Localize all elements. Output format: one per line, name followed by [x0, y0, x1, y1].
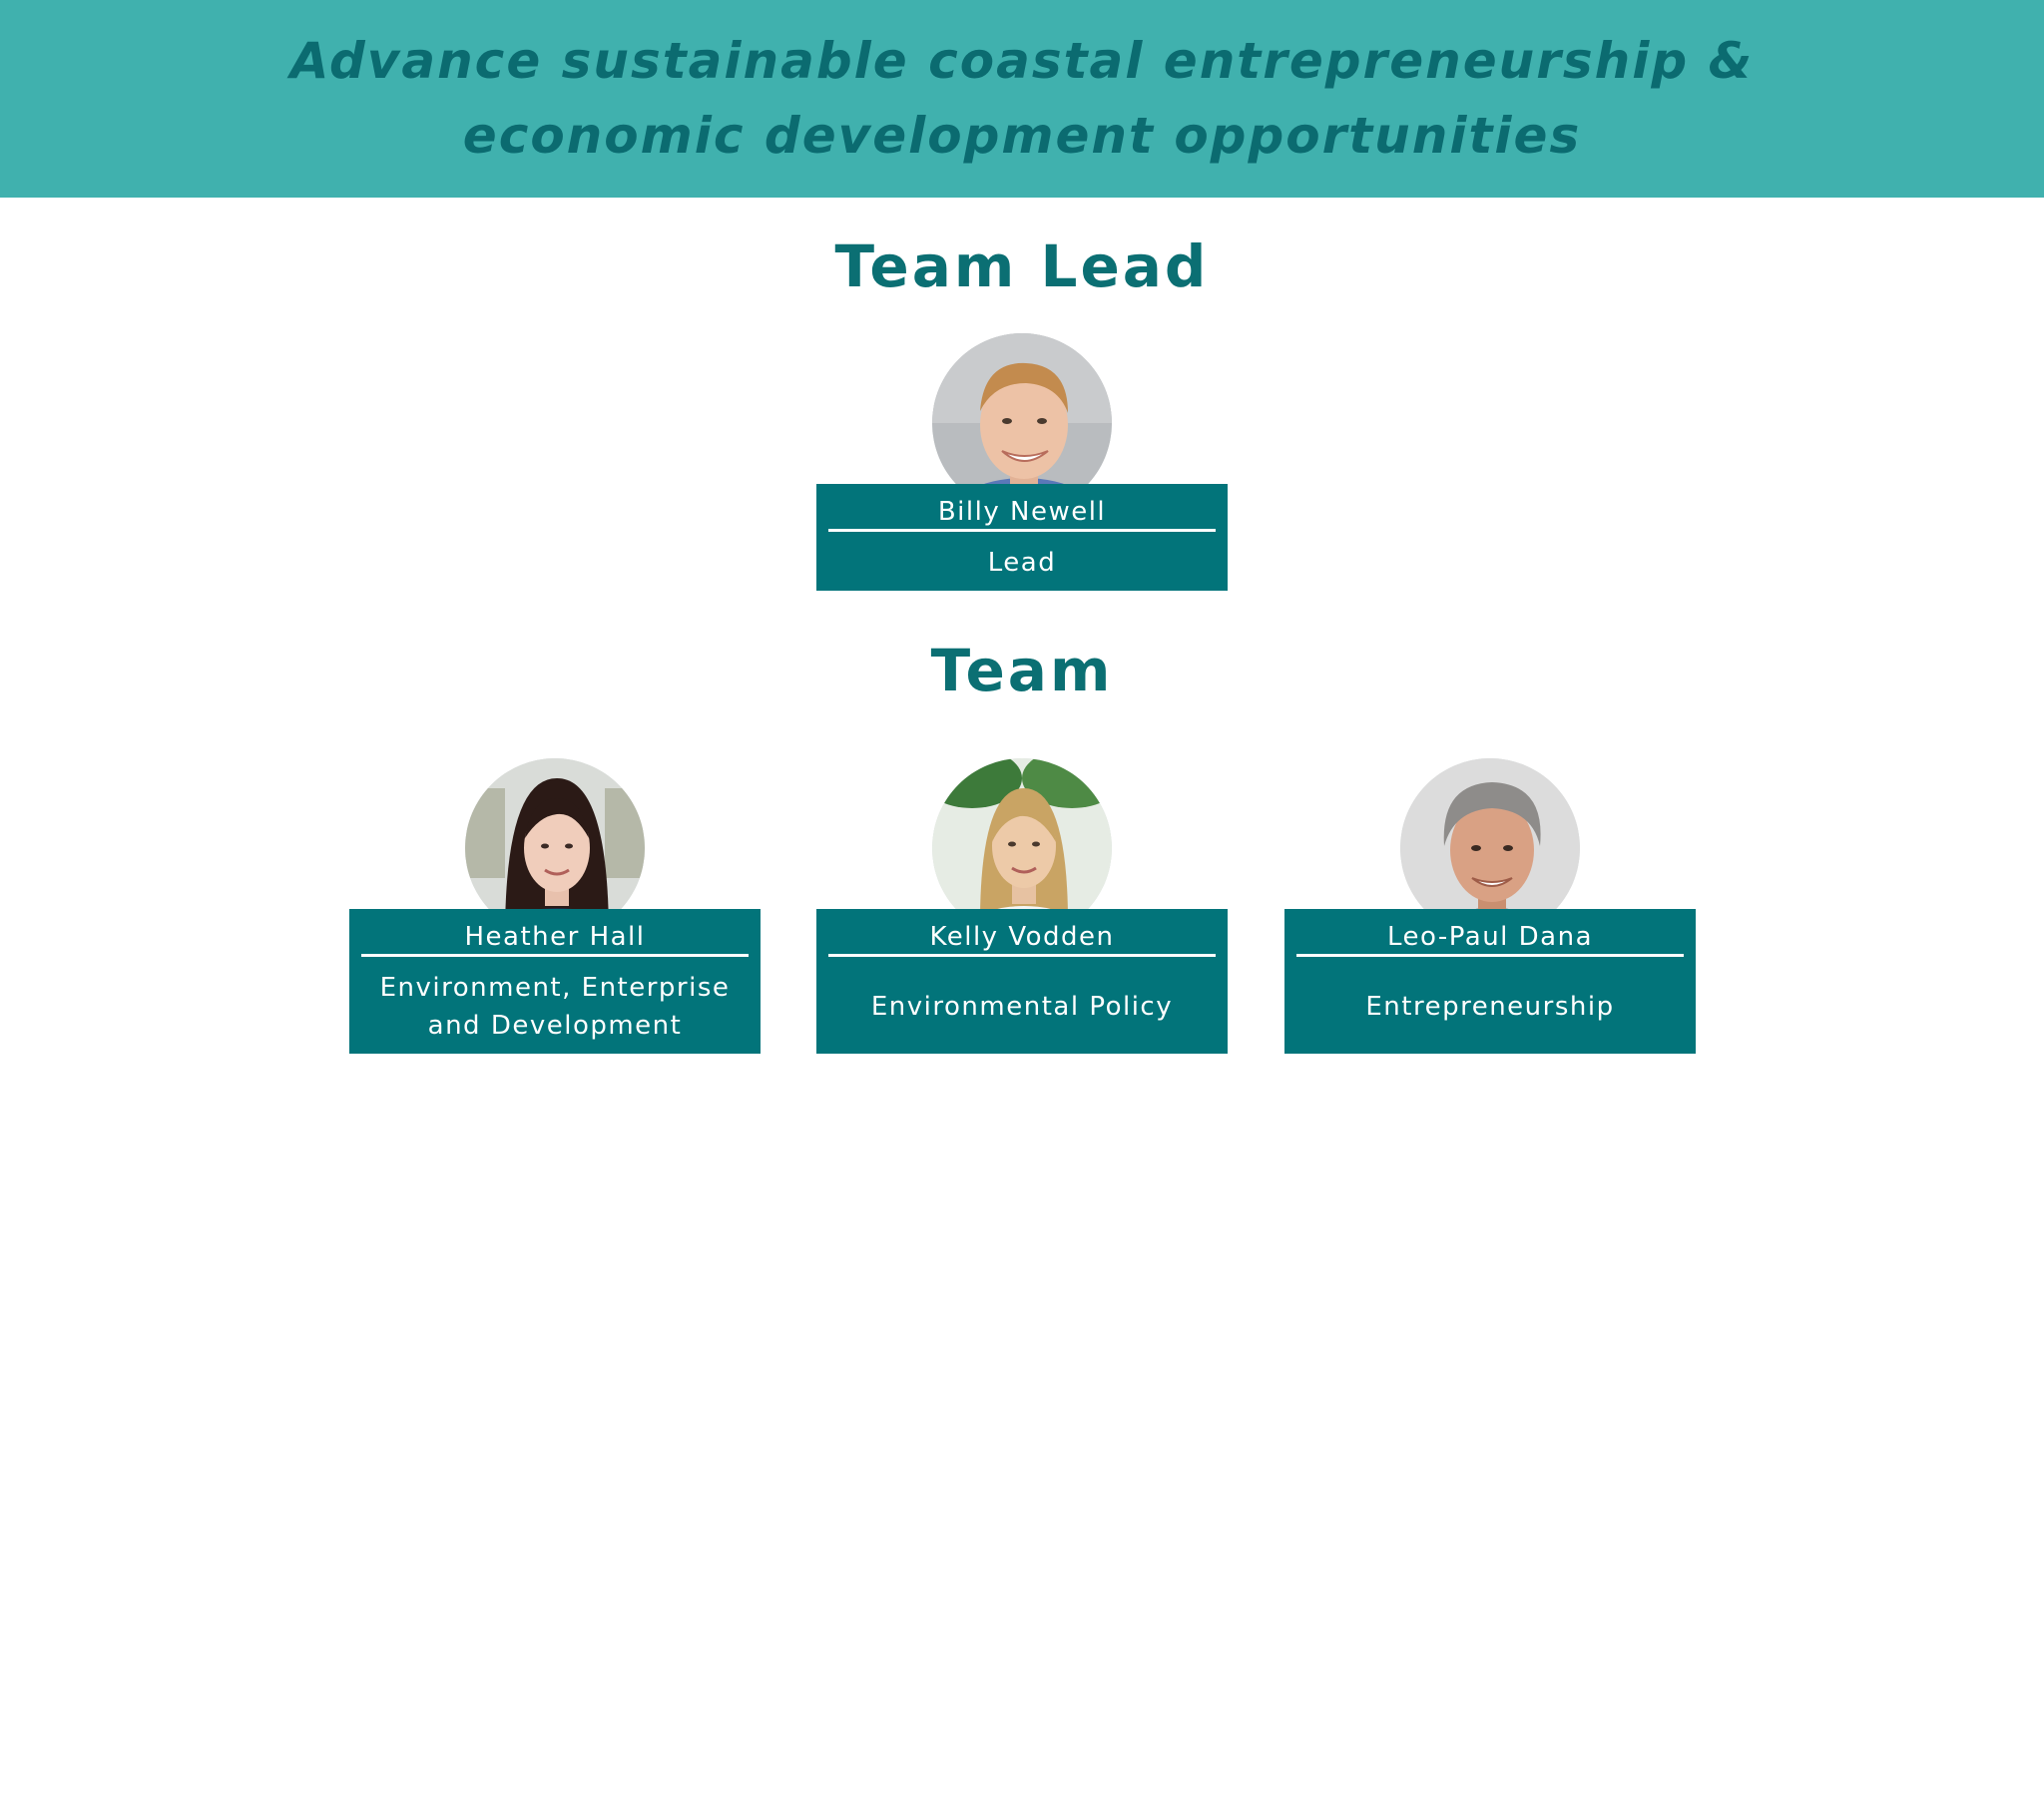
portrait-photo-icon	[1400, 758, 1580, 938]
avatar-photo	[932, 758, 1112, 938]
member-role: Environmental Policy	[870, 992, 1174, 1022]
member-role: Lead	[987, 548, 1057, 578]
team-lead-heading: Team Lead	[834, 232, 1210, 300]
member-name: Billy Newell	[937, 497, 1107, 527]
member-name: Leo-Paul Dana	[1386, 922, 1594, 952]
card-divider	[361, 954, 749, 957]
member-name: Heather Hall	[464, 922, 646, 952]
card-divider	[828, 954, 1216, 957]
portrait-photo-icon	[932, 758, 1112, 938]
card-divider	[828, 529, 1216, 532]
member-name: Kelly Vodden	[929, 922, 1115, 952]
member-role: Entrepreneurship	[1365, 992, 1615, 1022]
member-card: Leo-Paul Dana Entrepreneurship	[1284, 909, 1696, 1054]
team-heading: Team	[930, 637, 1114, 704]
member-card: Heather Hall Environment, Enterprise and…	[349, 909, 761, 1054]
member-card: Kelly Vodden Environmental Policy	[816, 909, 1228, 1054]
member-role: Environment, Enterprise and Development	[379, 973, 731, 1041]
mission-banner: Advance sustainable coastal entrepreneur…	[0, 0, 2044, 198]
card-divider	[1296, 954, 1684, 957]
avatar-photo	[1400, 758, 1580, 938]
banner-title: Advance sustainable coastal entrepreneur…	[289, 32, 1755, 165]
member-card: Billy Newell Lead	[816, 484, 1228, 591]
